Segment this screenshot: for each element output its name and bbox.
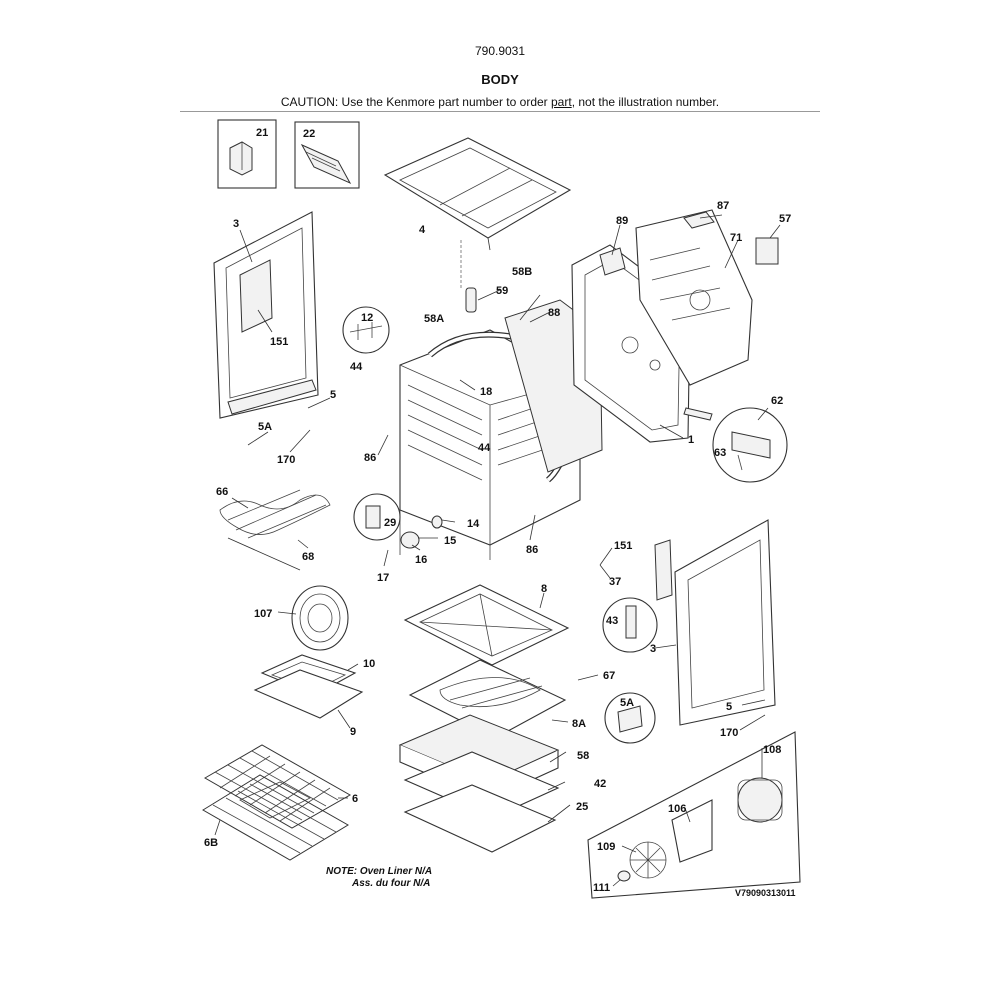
top-panel-part-4 [383,137,572,251]
bracket-151 [654,539,673,601]
callout-6: 6 [352,793,358,805]
callout-57: 57 [779,213,791,225]
plate-57 [755,237,779,265]
model-number: 790.9031 [474,44,526,58]
callout-62: 62 [771,395,783,407]
side-panel-part-3 [213,211,319,419]
callout-151b: 151 [614,540,632,552]
callout-21: 21 [256,127,268,139]
callout-109: 109 [597,841,615,853]
callout-170b: 170 [720,727,738,739]
callout-12: 12 [361,312,373,324]
bake-element-66 [219,489,331,571]
bracket-87 [683,211,715,229]
sheet-25 [403,784,557,853]
oven-bottom-8 [403,584,570,666]
callout-17: 17 [377,572,389,584]
inset-part-12 [342,306,390,354]
callout-86b: 86 [526,544,538,556]
callout-111: 111 [593,882,610,894]
callout-68: 68 [302,551,314,563]
callout-18: 18 [480,386,492,398]
callout-106: 106 [668,803,686,815]
callout-25: 25 [576,801,588,813]
callout-87: 87 [717,200,729,212]
callout-6B: 6B [204,837,218,849]
callout-44: 44 [350,361,363,373]
drawing-code: V79090313011 [735,888,796,898]
oven-rack-6B [202,774,349,861]
callout-108: 108 [763,744,781,756]
note-line-1: NOTE: Oven Liner N/A [326,866,432,877]
callout-42: 42 [594,778,606,790]
callout-29: 29 [384,517,396,529]
callout-5A: 5A [258,421,272,433]
callout-58A: 58A [424,313,444,325]
callout-10: 10 [363,658,375,670]
leader-lines [214,214,781,887]
section-title: BODY [481,72,519,87]
callout-63: 63 [714,447,726,459]
callout-1: 1 [688,434,694,446]
sensor-59 [465,287,477,313]
caution-part-link[interactable]: part [551,95,572,109]
oven-rack-6 [203,744,352,829]
callout-5: 5 [330,389,336,401]
callout-22: 22 [303,128,315,140]
fan-cover-107 [291,585,349,651]
side-panel-part-3-right [674,519,776,726]
callout-15: 15 [444,535,456,547]
callout-58B: 58B [512,266,532,278]
callout-3b: 3 [650,643,656,655]
caution-text-end: , not the illustration number. [571,95,720,109]
callout-107: 107 [254,608,272,620]
callout-4: 4 [419,224,426,236]
broil-pan-9 [253,669,364,719]
callout-8: 8 [541,583,547,595]
callout-5Ab: 5A [620,697,634,709]
callout-3: 3 [233,218,239,230]
callout-59: 59 [496,285,508,297]
callout-44b: 44 [478,442,491,454]
callout-88: 88 [548,307,560,319]
fan-assembly-box [587,731,801,899]
inset-part-22 [294,121,360,189]
callout-9: 9 [350,726,356,738]
callout-58: 58 [577,750,589,762]
callout-86: 86 [364,452,376,464]
callout-5b: 5 [726,701,732,713]
callout-14: 14 [467,518,480,530]
callout-66: 66 [216,486,228,498]
callout-43: 43 [606,615,618,627]
rear-cover-part-71 [635,209,753,386]
callout-71: 71 [730,232,742,244]
callout-67: 67 [603,670,615,682]
caution-note: CAUTION: Use the Kenmore part number to … [0,95,1000,109]
callout-37: 37 [609,576,621,588]
header-divider [180,111,820,112]
inset-part-21 [217,119,277,189]
caution-text-start: CAUTION: Use the Kenmore part number to … [280,95,551,109]
callout-170: 170 [277,454,295,466]
note-line-2: Ass. du four N/A [351,878,430,889]
callout-151: 151 [270,336,288,348]
callout-16: 16 [415,554,427,566]
callout-8A: 8A [572,718,586,730]
callout-89: 89 [616,215,628,227]
